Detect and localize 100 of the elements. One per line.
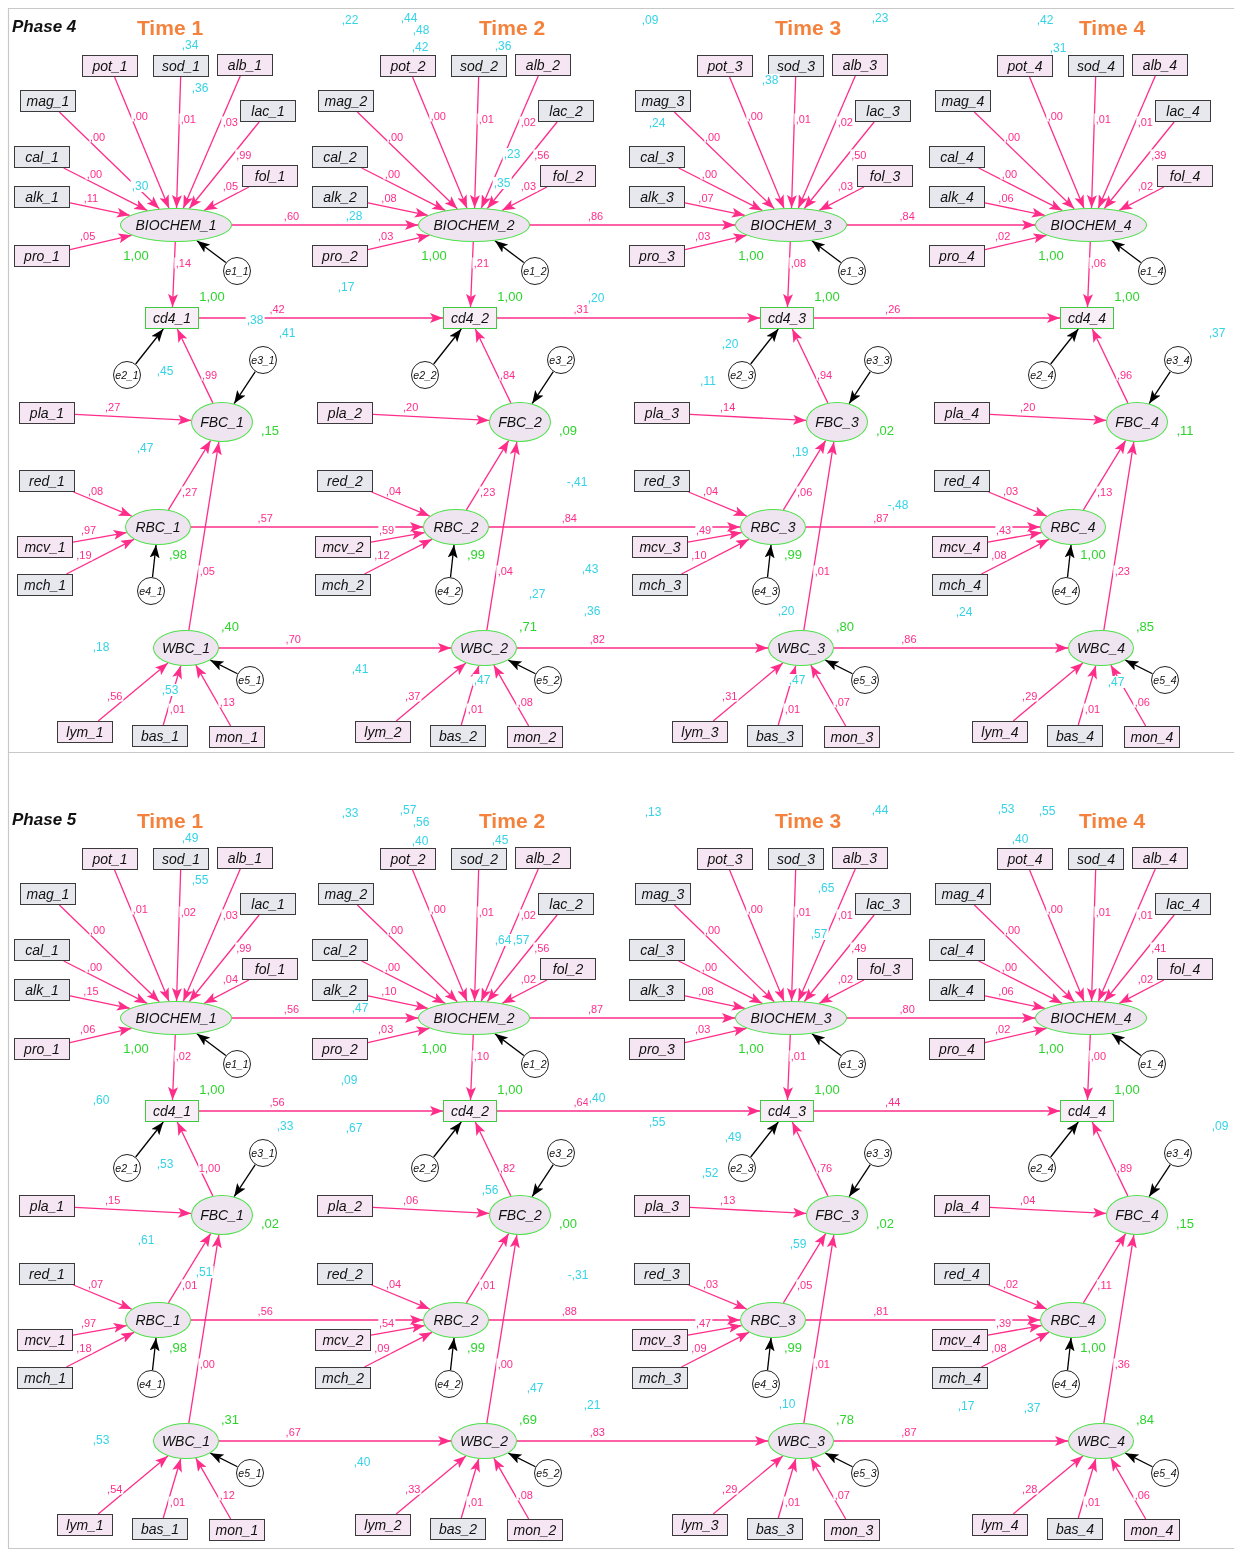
covariance-value: ,21 <box>582 1399 602 1411</box>
latent-variable-ellipse <box>120 208 232 242</box>
variable-name: e1_1 <box>225 265 249 277</box>
covariance-value: -,31 <box>566 1269 590 1281</box>
arrow <box>987 1322 1043 1336</box>
arrow <box>712 1455 784 1515</box>
variable-name: bas_2 <box>438 729 478 743</box>
variable-name: mch_1 <box>24 578 66 592</box>
observed-variable-box <box>929 979 985 1001</box>
variable-name: bas_4 <box>1055 729 1095 743</box>
arrow <box>673 904 775 1003</box>
estimate-value: ,09 <box>557 423 579 437</box>
estimate-value: ,99 <box>465 1340 487 1354</box>
arrow <box>684 233 748 251</box>
variable-name: mon_4 <box>1130 730 1174 744</box>
arrow <box>680 1331 750 1368</box>
variable-name: fol_2 <box>552 169 584 183</box>
path-coefficient: ,29 <box>721 1483 739 1495</box>
arrow <box>209 659 239 675</box>
variable-name: FBC_4 <box>1115 415 1159 429</box>
covariance-value: ,37 <box>1207 327 1227 339</box>
arrow <box>171 76 182 209</box>
path-coefficient: ,10 <box>472 1050 490 1062</box>
covariance-value: ,36 <box>190 82 210 94</box>
arrow <box>135 1121 164 1158</box>
covariance-value: ,53 <box>155 1158 175 1170</box>
path-coefficient: ,07 <box>833 696 851 708</box>
covariance-value: ,47 <box>1106 676 1126 688</box>
error-term-circle <box>223 257 251 285</box>
variable-name: red_2 <box>327 1267 363 1281</box>
arrow <box>687 529 743 543</box>
arrow <box>689 413 807 425</box>
covariance-value: ,42 <box>1035 14 1055 26</box>
arrow <box>678 960 763 1005</box>
covariance-value: ,20 <box>720 338 740 350</box>
path-coefficient: ,27 <box>103 401 122 413</box>
variable-name: alb_4 <box>1142 851 1178 865</box>
path-coefficient: ,60 <box>282 210 301 222</box>
path-coefficient: ,59 <box>377 524 396 536</box>
arrow <box>803 914 875 1003</box>
estimate-value: ,00 <box>557 1216 579 1230</box>
estimate-value: ,40 <box>219 619 241 633</box>
variable-name: mon_3 <box>830 1523 874 1537</box>
variable-name: e3_1 <box>251 1147 275 1159</box>
covariance-value: ,38 <box>760 74 780 86</box>
arrow <box>507 659 537 675</box>
variable-name: mch_3 <box>639 578 681 592</box>
path-coefficient: ,08 <box>516 696 534 708</box>
observed-variable-box <box>934 1195 990 1217</box>
observed-variable-box <box>934 470 990 492</box>
variable-name: sod_2 <box>459 59 499 73</box>
arrow <box>810 1457 847 1520</box>
observed-variable-box <box>632 1367 688 1389</box>
variable-name: alk_1 <box>25 190 59 204</box>
latent-variable-ellipse <box>1068 1423 1134 1459</box>
covariance-value: ,57 <box>809 928 829 940</box>
observed-variable-box <box>14 146 70 168</box>
path-coefficient: ,08 <box>380 192 398 204</box>
observed-variable-box <box>632 536 688 558</box>
observed-variable-box <box>515 54 571 76</box>
estimate-value: 1,00 <box>496 289 524 303</box>
variable-name: e4_3 <box>754 585 778 597</box>
path-coefficient: ,56 <box>256 1305 274 1317</box>
latent-variable-ellipse <box>1035 1001 1147 1035</box>
arrow <box>846 1013 1036 1023</box>
estimate-value: ,71 <box>517 619 539 633</box>
arrow <box>848 371 871 405</box>
measured-variable-box <box>1060 307 1114 329</box>
arrow <box>488 522 741 532</box>
path-coefficient: ,97 <box>79 524 98 536</box>
observed-variable-box <box>832 54 888 76</box>
variable-name: bas_1 <box>140 729 180 743</box>
observed-variable-box <box>540 958 596 980</box>
arrow <box>135 328 164 365</box>
arrow <box>818 979 865 1004</box>
variable-name: cal_3 <box>640 150 674 164</box>
covariance-value: ,47 <box>472 674 492 686</box>
variable-name: pot_1 <box>92 852 128 866</box>
variable-name: mag_3 <box>641 94 685 108</box>
arrow <box>486 1234 520 1424</box>
observed-variable-box <box>747 725 803 747</box>
variable-name: e4_1 <box>139 1378 163 1390</box>
observed-variable-box <box>82 848 138 870</box>
arrow <box>74 1206 192 1218</box>
time-heading: Time 4 <box>1078 16 1146 38</box>
observed-variable-box <box>855 893 911 915</box>
covariance-value: ,42 <box>410 41 430 53</box>
observed-variable-box <box>634 470 690 492</box>
path-coefficient: ,00 <box>700 168 719 180</box>
variable-name: e5_1 <box>238 1467 262 1479</box>
observed-variable-box <box>315 536 371 558</box>
arrow <box>529 1013 736 1023</box>
error-term-circle <box>1028 361 1056 389</box>
observed-variable-box <box>355 1514 411 1536</box>
arrow <box>411 76 468 209</box>
error-term-circle <box>838 257 866 285</box>
latent-variable-ellipse <box>418 1001 530 1035</box>
variable-name: e4_2 <box>437 1378 461 1390</box>
variable-name: pot_4 <box>1007 59 1043 73</box>
error-term-circle <box>864 1139 892 1167</box>
